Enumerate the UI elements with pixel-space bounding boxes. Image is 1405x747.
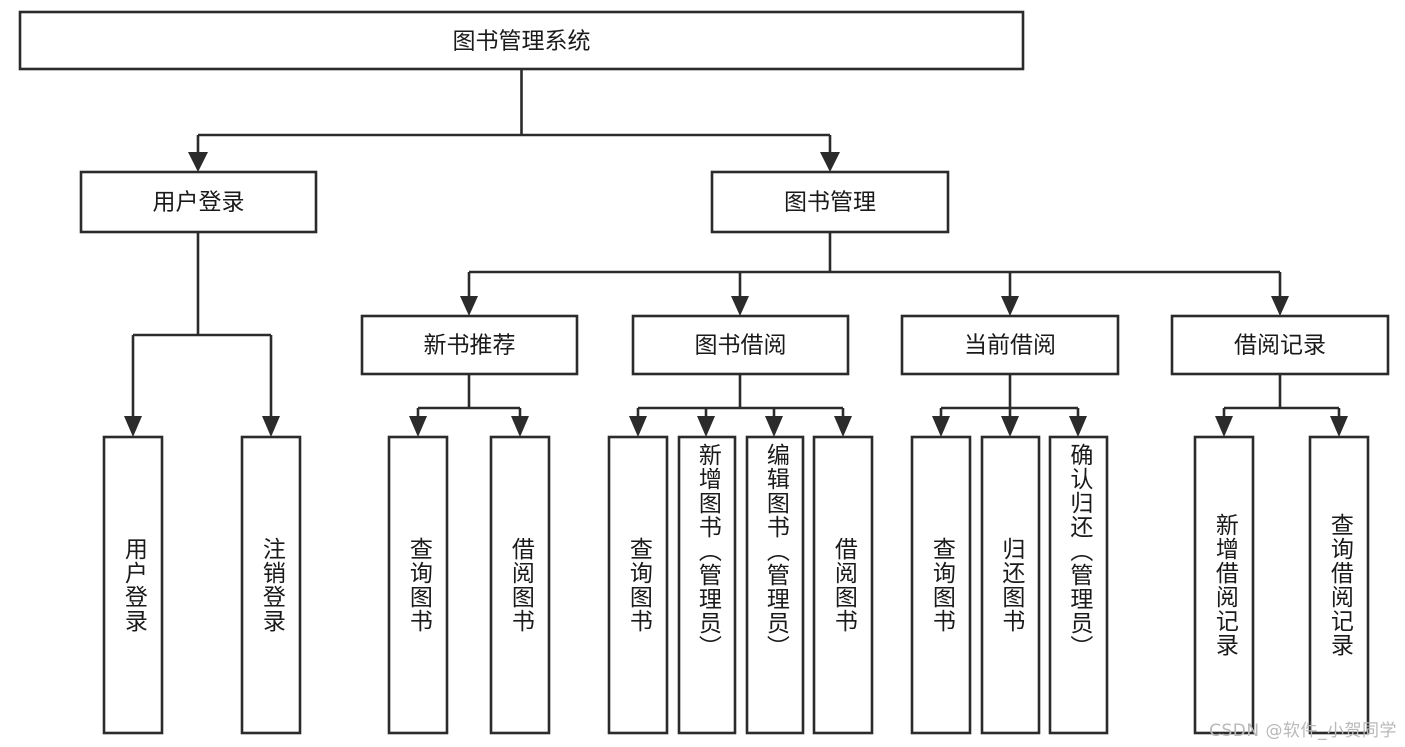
arrow-borrow-record-icon — [1271, 296, 1289, 316]
node-borrow-record-box[interactable] — [1170, 314, 1390, 376]
node-book-manage-label: 图书管理 — [784, 190, 876, 216]
node-leaf-add-record-box[interactable] — [1193, 435, 1255, 735]
node-borrow-record-label: 借阅记录 — [1234, 333, 1326, 359]
node-book-borrow-label: 图书借阅 — [695, 333, 787, 359]
arrow-leaf-query-record-icon — [1330, 416, 1348, 437]
arrow-leaf-query-book-1-icon — [409, 416, 427, 437]
node-leaf-return-book-box[interactable] — [980, 435, 1041, 735]
node-layer: 图书管理系统 用户登录 图书管理 新书推荐 图书借阅 当前借阅 借阅记录 — [18, 10, 1390, 735]
node-leaf-confirm-return-box[interactable] — [1048, 435, 1109, 735]
node-leaf-borrow-book-2-box[interactable] — [812, 435, 874, 735]
arrow-leaf-user-logout-icon — [262, 416, 280, 437]
node-user-login-label: 用户登录 — [153, 190, 245, 216]
node-leaf-user-logout-box[interactable] — [240, 435, 302, 735]
node-current-borrow-box[interactable] — [900, 314, 1120, 376]
node-leaf-edit-book-box[interactable] — [745, 435, 805, 735]
node-book-manage-box[interactable] — [710, 170, 950, 234]
arrow-leaf-query-book-2-icon — [629, 416, 647, 437]
node-leaf-query-record-box[interactable] — [1308, 435, 1370, 735]
node-user-login-box[interactable] — [79, 170, 318, 234]
arrow-book-manage-icon — [820, 152, 840, 172]
arrow-leaf-confirm-return-icon — [1069, 416, 1087, 437]
node-leaf-user-login-box[interactable] — [102, 435, 164, 735]
node-root-label: 图书管理系统 — [453, 29, 591, 55]
arrow-book-borrow-icon — [731, 296, 749, 316]
arrow-leaf-add-book-icon — [697, 416, 715, 437]
arrow-leaf-query-book-3-icon — [932, 416, 950, 437]
node-root-box[interactable] — [18, 10, 1025, 71]
node-current-borrow-label: 当前借阅 — [964, 333, 1056, 359]
arrow-leaf-borrow-book-1-icon — [511, 416, 529, 437]
node-new-book-rec-label: 新书推荐 — [424, 333, 516, 359]
arrow-user-login-icon — [188, 152, 208, 172]
arrow-leaf-add-record-icon — [1215, 416, 1233, 437]
arrow-leaf-user-login-icon — [124, 416, 142, 437]
node-leaf-query-book-2-box[interactable] — [607, 435, 669, 735]
node-leaf-add-book-box[interactable] — [677, 435, 737, 735]
arrow-current-borrow-icon — [1001, 296, 1019, 316]
connector-layer — [124, 69, 1348, 437]
arrow-new-book-rec-icon — [460, 296, 478, 316]
arrow-leaf-edit-book-icon — [765, 416, 783, 437]
node-book-borrow-box[interactable] — [631, 314, 850, 376]
node-leaf-borrow-book-1-box[interactable] — [489, 435, 551, 735]
arrow-leaf-borrow-book-2-icon — [834, 416, 852, 437]
node-leaf-query-book-1-box[interactable] — [387, 435, 449, 735]
node-leaf-query-book-3-box[interactable] — [910, 435, 972, 735]
csdn-watermark: CSDN @软件_小贺同学 — [1209, 721, 1397, 741]
arrow-leaf-return-book-icon — [1001, 416, 1019, 437]
node-new-book-rec-box[interactable] — [360, 314, 579, 376]
